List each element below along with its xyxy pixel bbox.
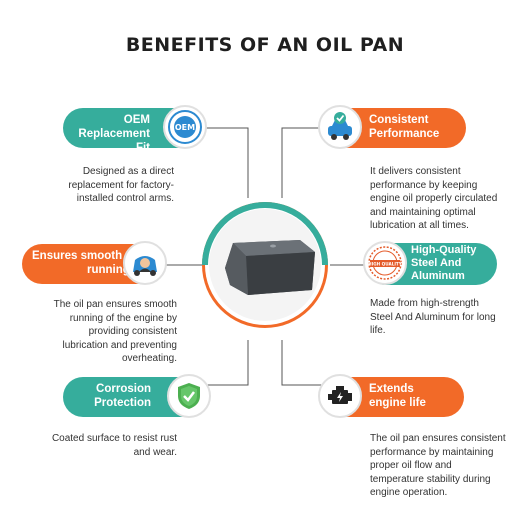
feature-title-line: Consistent xyxy=(369,114,429,126)
car-checkmark-icon xyxy=(318,105,362,149)
oil-pan-icon xyxy=(225,240,315,295)
feature-title-line: High-Quality xyxy=(411,244,477,256)
feature-title-line: engine life xyxy=(369,397,426,409)
feature-title-line: Protection xyxy=(94,397,151,409)
feature-ensures-smooth-running: Ensures smooth running xyxy=(22,241,167,285)
feature-title-line: Ensures smooth xyxy=(32,250,123,262)
feature-consistent-performance: Consistent Performance xyxy=(318,105,466,149)
feature-description: Made from high-strength Steel And Alumin… xyxy=(370,298,496,336)
oil-pan-product-image xyxy=(202,202,328,328)
svg-text:HIGH QUALITY: HIGH QUALITY xyxy=(368,262,403,267)
feature-title-line: Aluminum xyxy=(411,270,465,282)
page-title: BENEFITS OF AN OIL PAN xyxy=(125,34,405,56)
feature-extends-engine-life: Extends engine life xyxy=(318,374,464,418)
feature-title-line: Performance xyxy=(369,128,440,140)
feature-description: Designed as a direct replacement for fac… xyxy=(68,166,174,204)
oem-seal-icon: OEM xyxy=(163,105,207,149)
feature-high-quality-steel-aluminum: HIGH QUALITY High-Quality Steel And Alum… xyxy=(363,241,497,285)
feature-description: The oil pan ensures consistent performan… xyxy=(370,433,506,498)
high-quality-stamp-icon: HIGH QUALITY xyxy=(363,241,407,285)
feature-title-line: Extends xyxy=(369,383,414,395)
feature-title-line: running xyxy=(87,264,130,276)
feature-title-line: Steel And xyxy=(411,257,462,269)
feature-corrosion-protection: Corrosion Protection xyxy=(63,374,211,418)
driver-in-car-icon xyxy=(123,241,167,285)
feature-description: Coated surface to resist rust and wear. xyxy=(51,433,177,458)
feature-title-line: Corrosion xyxy=(96,383,151,395)
feature-oem-replacement-fit: OEM Replacement Fit OEM xyxy=(63,105,207,154)
feature-description: It delivers consistent performance by ke… xyxy=(370,166,498,231)
feature-title-line: Replacement Fit xyxy=(78,128,150,154)
shield-check-icon xyxy=(167,374,211,418)
feature-description: The oil pan ensures smooth running of th… xyxy=(53,299,177,364)
engine-icon xyxy=(318,374,362,418)
svg-text:OEM: OEM xyxy=(175,123,195,132)
feature-title-line: OEM xyxy=(123,114,150,126)
